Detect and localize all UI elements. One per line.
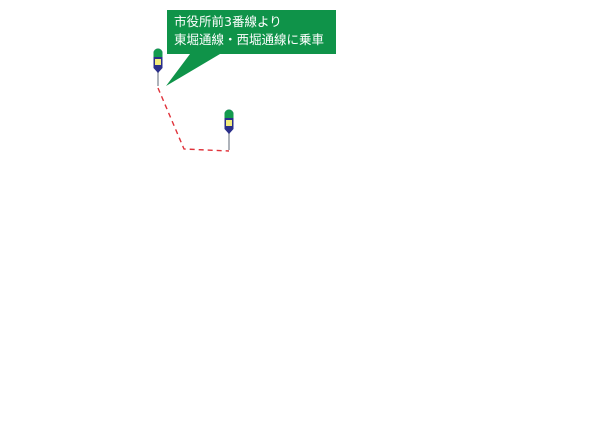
walking-route-line <box>157 87 230 152</box>
bus-stop-pole-end[interactable] <box>224 109 234 151</box>
bus-stop-pole-icon <box>224 109 234 150</box>
bus-stop-pole-icon <box>153 48 163 86</box>
callout-balloon <box>166 10 336 86</box>
callout-text: 市役所前3番線より 東堀通線・西堀通線に乗車 <box>174 13 334 49</box>
callout-line-2: 東堀通線・西堀通線に乗車 <box>174 32 325 47</box>
bus-stop-pole-start[interactable] <box>153 48 163 87</box>
callout-line-1: 市役所前3番線より <box>174 14 282 29</box>
